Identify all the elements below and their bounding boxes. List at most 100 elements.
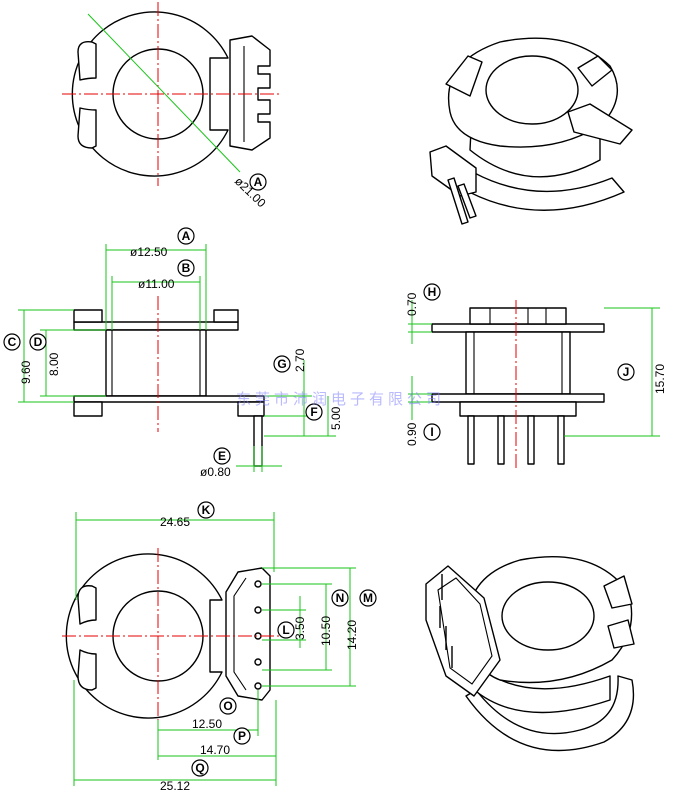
side-view-bottom-flange <box>431 393 605 403</box>
dim-text-e: ø0.80 <box>200 465 231 479</box>
iso-bottom-ear-right-1 <box>603 575 633 609</box>
side-view <box>408 300 660 470</box>
svg-text:C: C <box>8 335 17 349</box>
svg-text:B: B <box>182 261 191 275</box>
dim-text-h: 0.70 <box>405 292 419 316</box>
dim-text-p: 14.70 <box>200 743 230 757</box>
company-watermark: 东莞市沛润电子有限公司 <box>236 391 445 408</box>
dim-text-g: 2.70 <box>293 348 307 372</box>
iso-top-pin-block <box>429 145 477 197</box>
callout-a2: A <box>177 227 195 245</box>
front-view-bottom-ear-left <box>73 401 103 417</box>
svg-text:A: A <box>182 229 191 243</box>
front-view-top-ear-right <box>213 309 239 323</box>
bottom-view-pin-hole-2 <box>254 606 262 614</box>
dim-text-o: 12.50 <box>192 717 222 731</box>
svg-text:O: O <box>223 699 232 713</box>
top-view-pin-block <box>229 35 271 151</box>
bottom-view <box>62 512 356 786</box>
callout-o: O <box>219 697 237 715</box>
top-view <box>62 2 282 186</box>
svg-text:I: I <box>430 425 433 439</box>
callout-h: H <box>423 283 441 301</box>
bottom-view-left-slot <box>77 585 97 625</box>
svg-text:M: M <box>363 591 373 605</box>
callout-k: K <box>197 501 215 519</box>
front-view <box>18 244 336 472</box>
svg-text:E: E <box>218 449 226 463</box>
iso-bottom-body <box>471 659 611 714</box>
svg-text:F: F <box>310 405 317 419</box>
side-view-core <box>465 331 571 395</box>
front-view-bottom-flange <box>73 395 265 403</box>
callout-m: M <box>359 589 377 607</box>
svg-text:D: D <box>34 335 43 349</box>
svg-text:P: P <box>238 729 246 743</box>
iso-top-tab-right <box>567 103 633 145</box>
dim-text-i: 0.90 <box>405 422 419 446</box>
svg-text:N: N <box>336 591 345 605</box>
front-view-pin <box>253 415 263 467</box>
front-view-core <box>105 329 207 397</box>
top-view-left-slot-lower <box>77 107 97 149</box>
iso-top-lower-flange <box>431 149 625 211</box>
iso-view-bottom <box>425 556 635 752</box>
iso-bottom-ear-right-2 <box>607 619 635 649</box>
side-view-top-flange <box>431 323 605 333</box>
dim-text-k: 24.65 <box>160 515 190 529</box>
top-view-left-slot <box>77 41 97 81</box>
side-view-pin-1 <box>467 415 475 465</box>
iso-top-bore <box>485 55 579 125</box>
callout-a: A <box>249 173 267 191</box>
svg-text:H: H <box>428 285 437 299</box>
bottom-view-pin-hole-5 <box>254 682 262 690</box>
iso-top-ear-left <box>445 55 483 97</box>
svg-text:A: A <box>254 175 263 189</box>
svg-text:Q: Q <box>195 761 204 775</box>
dim-text-l: 3.50 <box>293 616 307 640</box>
dim-text-m: 14.20 <box>345 620 359 650</box>
svg-text:G: G <box>277 357 286 371</box>
bottom-view-pin-block <box>225 567 271 701</box>
svg-text:K: K <box>202 503 211 517</box>
bottom-view-pin-block-inner <box>233 577 247 691</box>
callout-q: Q <box>191 759 209 777</box>
callout-p: P <box>233 727 251 745</box>
iso-view-top <box>429 37 633 225</box>
iso-bottom-pin-frame-inner <box>437 577 493 685</box>
front-view-top-flange <box>73 321 239 331</box>
svg-text:J: J <box>623 365 630 379</box>
iso-bottom-lower-flange <box>465 675 635 752</box>
dim-text-n: 10.50 <box>319 616 333 646</box>
dim-text-b: ø11.00 <box>138 277 175 291</box>
svg-text:L: L <box>282 623 289 637</box>
iso-bottom-pin-frame <box>425 565 501 697</box>
side-view-pin-3 <box>527 415 535 465</box>
callout-n: N <box>331 589 349 607</box>
callout-c: C <box>3 333 21 351</box>
callout-f: F <box>305 403 323 421</box>
front-view-top-ear-left <box>73 309 103 323</box>
side-view-pin-4 <box>557 415 565 465</box>
bottom-view-pin-hole-1 <box>254 580 262 588</box>
callout-e: E <box>213 447 231 465</box>
side-view-top-ear <box>469 307 567 325</box>
callout-g: G <box>273 355 291 373</box>
iso-top-ear-right <box>577 55 613 87</box>
callout-i: I <box>423 423 441 441</box>
callout-d: D <box>29 333 47 351</box>
dim-line-diameter <box>87 13 241 173</box>
iso-top-pin-1 <box>447 177 469 225</box>
dim-text-j: 15.70 <box>653 364 667 394</box>
dim-text-d: 8.00 <box>47 352 61 376</box>
callout-j: J <box>617 363 635 381</box>
bottom-view-left-slot-lower <box>77 649 97 691</box>
side-view-pin-2 <box>497 415 505 465</box>
iso-bottom-bore <box>501 581 595 651</box>
dim-text-a2: ø12.50 <box>130 245 168 259</box>
iso-top-pin-2 <box>457 183 477 219</box>
front-view-pin-block <box>237 401 265 417</box>
callout-l: L <box>277 621 295 639</box>
dim-text-f: 5.00 <box>329 406 343 430</box>
